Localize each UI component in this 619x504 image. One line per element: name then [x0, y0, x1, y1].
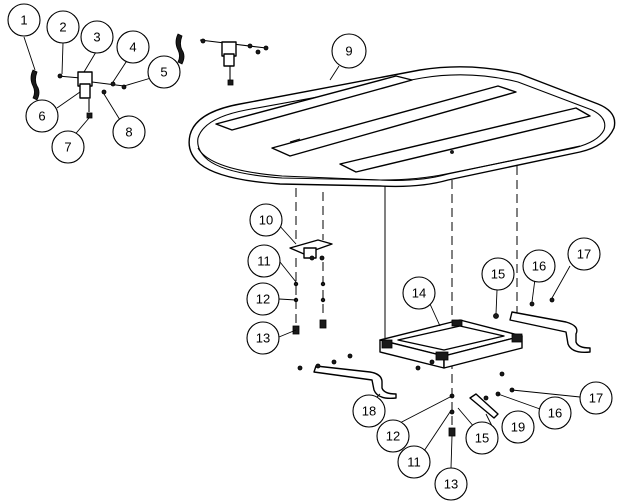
callout-14: 14 [402, 276, 436, 310]
callout-label: 10 [259, 213, 273, 228]
callout-4: 4 [116, 30, 150, 64]
callout-18: 18 [352, 394, 386, 428]
callout-label: 13 [444, 477, 458, 492]
callout-label: 14 [412, 286, 426, 301]
callout-label: 12 [386, 429, 400, 444]
assembly-guide-lines [295, 166, 518, 430]
callout-label: 7 [64, 140, 71, 155]
callout-label: 17 [577, 247, 591, 262]
callout-15-upper: 15 [481, 257, 515, 291]
callout-19: 19 [501, 410, 535, 444]
latch-assembly-right [175, 33, 269, 86]
callout-7: 7 [51, 130, 85, 164]
callout-9: 9 [331, 33, 367, 69]
callout-16-upper: 16 [522, 249, 556, 283]
callout-label: 11 [407, 455, 421, 470]
callout-1: 1 [7, 3, 41, 37]
crossbar-clamp-left [297, 353, 397, 400]
callout-8: 8 [112, 115, 146, 149]
callout-3: 3 [80, 20, 114, 54]
callout-label: 1 [20, 13, 27, 28]
callout-12-upper: 12 [246, 282, 280, 316]
callout-12-lower: 12 [376, 419, 410, 453]
callout-label: 17 [589, 391, 603, 406]
mounting-frame [379, 319, 523, 369]
callout-label: 16 [548, 406, 562, 421]
hinge-bracket [289, 239, 333, 261]
latch-assembly-left [30, 69, 127, 119]
callout-label: 6 [38, 109, 45, 124]
callout-label: 12 [256, 292, 270, 307]
callout-17-upper: 17 [567, 237, 601, 271]
callout-2: 2 [46, 10, 80, 44]
callout-13-lower: 13 [434, 467, 468, 501]
crossbar-clamp-lower [415, 359, 515, 419]
callout-label: 4 [129, 40, 136, 55]
hardware-stack-left [292, 281, 327, 335]
callout-label: 11 [257, 254, 271, 269]
callout-5: 5 [147, 55, 181, 89]
callout-label: 8 [125, 125, 132, 140]
callout-label: 3 [93, 30, 100, 45]
callout-label: 16 [532, 259, 546, 274]
callout-label: 5 [160, 65, 167, 80]
hardware-stack-center [448, 393, 456, 437]
callout-label: 18 [362, 404, 376, 419]
callout-6: 6 [25, 99, 59, 133]
crossbar-clamp-right [493, 297, 591, 354]
callout-label: 15 [475, 431, 489, 446]
callout-11-upper: 11 [247, 244, 281, 278]
callout-11-lower: 11 [397, 445, 431, 479]
callout-10: 10 [249, 203, 283, 237]
callout-label: 15 [491, 267, 505, 282]
leader-lines [23, 36, 581, 469]
callout-label: 9 [345, 44, 352, 59]
callout-label: 2 [59, 20, 66, 35]
callout-label: 19 [511, 420, 525, 435]
callout-13-upper: 13 [246, 321, 280, 355]
callout-17-lower: 17 [579, 381, 613, 415]
callout-16-lower: 16 [538, 396, 572, 430]
cargo-box-lid [188, 66, 616, 188]
callout-15-lower: 15 [465, 421, 499, 455]
callout-label: 13 [256, 331, 270, 346]
